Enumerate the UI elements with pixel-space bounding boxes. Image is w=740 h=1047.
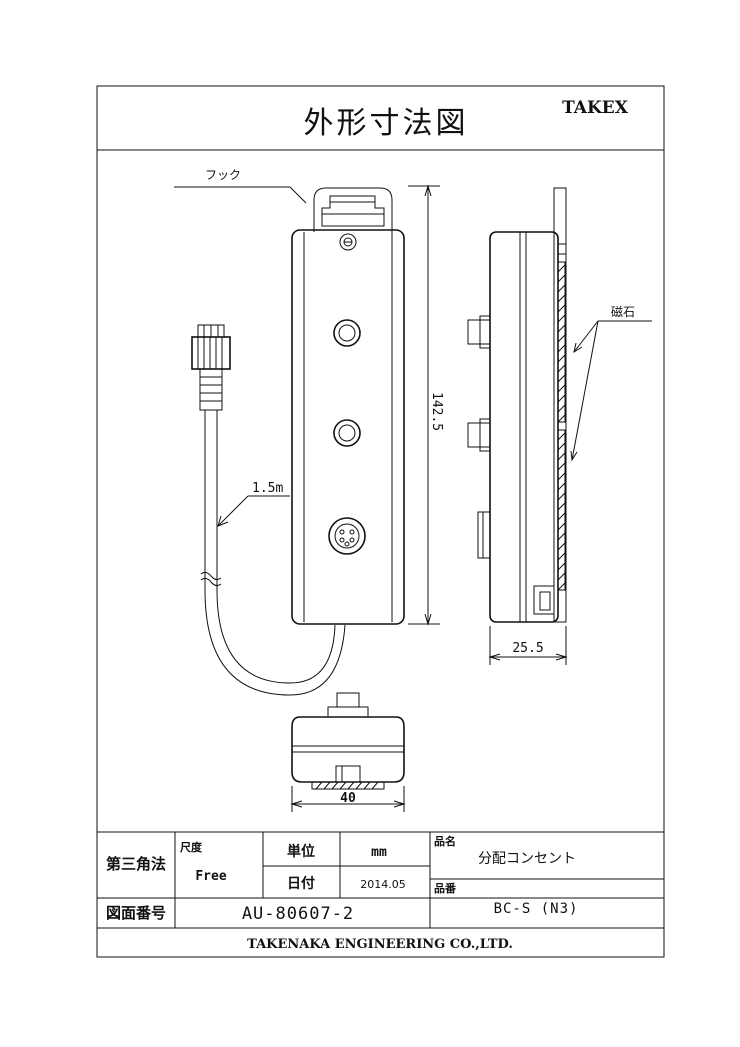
front-body	[291, 229, 405, 625]
product-name-value: 分配コンセント	[478, 851, 576, 867]
product-name-label: 品名	[434, 834, 456, 848]
date-label: 日付	[287, 875, 315, 892]
unit-value: mm	[371, 845, 387, 860]
title-block: 第三角法 尺度 Free 単位 mm 日付 2014.05 品名 分配コンセント…	[97, 831, 664, 952]
product-no-label: 品番	[434, 881, 457, 895]
brand-logo: TAKEX	[562, 98, 629, 118]
connector-plug	[191, 336, 231, 370]
connector-socket	[328, 517, 366, 555]
magnet-label: 磁石	[611, 304, 635, 319]
dim-width: 40	[340, 791, 356, 806]
socket-2	[333, 419, 361, 447]
dim-height: 142.5	[429, 392, 444, 431]
company-name: TAKENAKA ENGINEERING CO.,LTD.	[247, 937, 513, 952]
unit-label: 単位	[287, 843, 315, 860]
screw	[339, 233, 357, 251]
drawing-no-value: AU-80607-2	[242, 904, 354, 924]
drawing-no-label: 図面番号	[106, 904, 166, 922]
bottom-view: 40	[290, 692, 406, 812]
cable: 1.5m	[191, 324, 346, 696]
frame	[96, 85, 665, 958]
hook	[313, 187, 393, 232]
front-view: フック 142.5	[174, 168, 444, 626]
socket-1	[333, 319, 361, 347]
hook-label: フック	[205, 168, 241, 182]
projection-label: 第三角法	[106, 855, 166, 873]
scale-label: 尺度	[180, 840, 203, 854]
date-value: 2014.05	[360, 878, 406, 891]
side-view: 磁石 25.5	[467, 187, 652, 665]
dim-depth: 25.5	[512, 641, 543, 656]
side-body	[489, 231, 559, 623]
drawing-title: 外形寸法図	[304, 106, 469, 141]
bottom-body	[291, 716, 405, 783]
scale-value: Free	[195, 869, 226, 884]
product-no-value: BC-S (N3)	[494, 901, 579, 917]
cable-length-label: 1.5m	[252, 481, 283, 496]
